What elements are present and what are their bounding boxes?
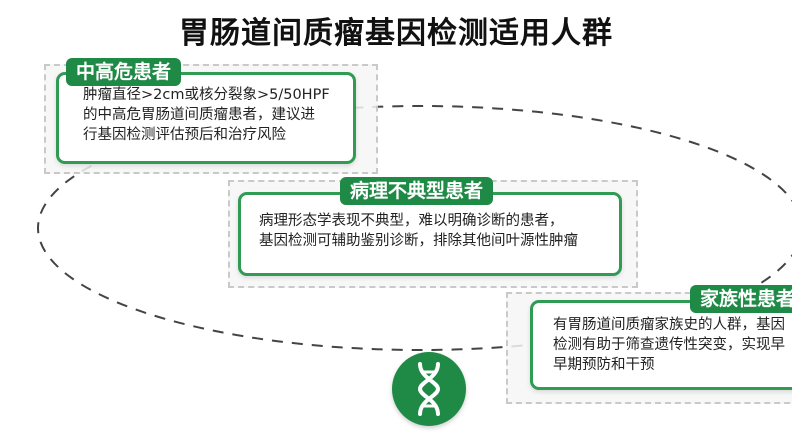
- group-familial-text: 有胃肠道间质瘤家族史的人群，基因 检测有助于筛查遗传性突变，实现早 早期预防和干…: [553, 315, 785, 375]
- dna-icon: [417, 362, 441, 416]
- group-atypical-card: 病理形态学表现不典型，难以明确诊断的患者， 基因检测可辅助鉴别诊断，排除其他间叶…: [238, 192, 622, 276]
- text-line: 行基因检测评估预后和治疗风险: [83, 127, 286, 143]
- group-familial-tag: 家族性患者: [690, 285, 792, 313]
- dna-icon-badge: [392, 352, 466, 426]
- text-line: 病理形态学表现不典型，难以明确诊断的患者，: [259, 213, 564, 229]
- group-high-risk-card: 肿瘤直径>2cm或核分裂象>5/50HPF 的中高危胃肠道间质瘤患者，建议进 行…: [56, 72, 356, 164]
- text-line: 有胃肠道间质瘤家族史的人群，基因: [553, 317, 785, 333]
- group-atypical-text: 病理形态学表现不典型，难以明确诊断的患者， 基因检测可辅助鉴别诊断，排除其他间叶…: [259, 211, 578, 251]
- group-high-risk-tag: 中高危患者: [66, 58, 182, 86]
- page-title: 胃肠道间质瘤基因检测适用人群: [179, 16, 613, 51]
- group-familial-card: 有胃肠道间质瘤家族史的人群，基因 检测有助于筛查遗传性突变，实现早 早期预防和干…: [530, 300, 792, 390]
- text-line: 检测有助于筛查遗传性突变，实现早: [553, 337, 785, 353]
- text-line: 基因检测可辅助鉴别诊断，排除其他间叶源性肿瘤: [259, 233, 578, 249]
- text-line: 早期预防和干预: [553, 357, 655, 373]
- group-atypical-tag: 病理不典型患者: [340, 177, 494, 205]
- text-line: 的中高危胃肠道间质瘤患者，建议进: [83, 107, 315, 123]
- group-high-risk-text: 肿瘤直径>2cm或核分裂象>5/50HPF 的中高危胃肠道间质瘤患者，建议进 行…: [83, 85, 330, 145]
- text-line: 肿瘤直径>2cm或核分裂象>5/50HPF: [83, 87, 330, 103]
